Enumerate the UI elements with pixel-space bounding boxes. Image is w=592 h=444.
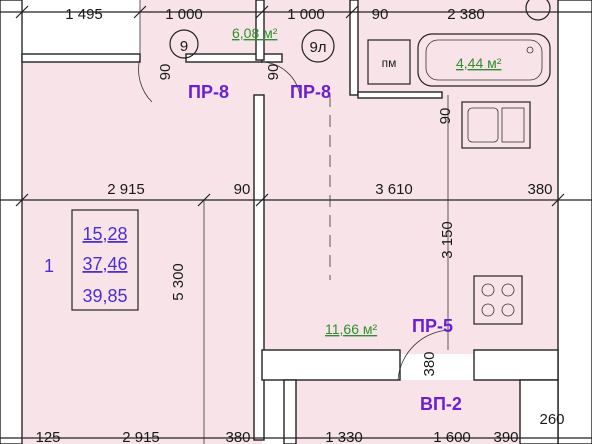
kitchen-room [262, 62, 558, 354]
burner-1 [481, 283, 495, 297]
dim-mid-1: 2 915 [107, 181, 145, 198]
sink-drainer [501, 107, 525, 143]
dim-bottom-3: 380 [225, 429, 250, 444]
bath-area: 6,08 м² [232, 25, 278, 41]
toilet-bottom-wall [357, 91, 443, 99]
bath-partition [255, 0, 265, 61]
dim-vert-6: 380 [421, 351, 438, 376]
toilet-area: 4,44 м² [456, 55, 502, 71]
corridor-room [290, 380, 520, 444]
bath-room [140, 0, 262, 62]
door-label-2: ПР-8 [290, 82, 331, 102]
bathroom-label: пм [382, 56, 397, 70]
dim-vert-1: 90 [157, 64, 174, 81]
door-swing-living [138, 57, 153, 103]
washing-machine [367, 39, 411, 85]
dim-vert-5: 3 150 [439, 221, 456, 259]
stove [473, 275, 523, 325]
sink-bowl [467, 107, 499, 143]
dim-vert-2: 90 [265, 64, 282, 81]
toilet-room [354, 0, 558, 95]
kitchen-area: 11,66 м² [325, 321, 378, 337]
burner-4 [501, 303, 515, 317]
room-marker-1: 9 [180, 38, 188, 55]
dim-top-3: 1 000 [287, 6, 325, 23]
burner-2 [501, 283, 515, 297]
living-kitchen-wall [253, 94, 265, 441]
dim-bottom-5: 1 600 [433, 429, 471, 444]
kitchen-sink [461, 101, 531, 149]
top-wall-left [21, 53, 141, 63]
top-wall-hall [261, 53, 283, 63]
bathtub-drain [526, 46, 534, 54]
dim-top-5: 2 380 [447, 6, 485, 23]
dim-vert-4: 5 300 [170, 263, 187, 301]
door-swing-hall [261, 61, 301, 97]
door-label-4: ВП-2 [420, 394, 462, 414]
total-area: 37,46 [82, 254, 127, 274]
living-room [22, 62, 262, 444]
bathtub-inner [425, 39, 543, 81]
dim-bottom-4: 1 330 [325, 429, 363, 444]
top-wall-mid [185, 53, 263, 63]
bathtub [417, 33, 551, 87]
kitchen-bottom-wall-left [261, 349, 401, 381]
dim-bottom-6: 390 [493, 429, 518, 444]
living-area: 15,28 [82, 224, 127, 244]
dim-mid-4: 380 [527, 181, 552, 198]
burner-3 [481, 303, 495, 317]
corridor-wall [283, 379, 297, 444]
toilet-bowl [525, 0, 551, 21]
room-marker-circle-1 [169, 29, 199, 59]
dimension-ticks [15, 5, 565, 207]
room-marker-2: 9л [309, 39, 326, 56]
kitchen-bottom-wall-right [473, 349, 559, 381]
room-marker-circle-2 [301, 29, 335, 63]
corridor-right-wall [519, 379, 559, 444]
door-label-1: ПР-8 [188, 82, 229, 102]
apartment-number: 1 [44, 256, 54, 276]
dim-bottom-1: 125 [35, 429, 60, 444]
left-wall [0, 0, 23, 444]
dim-top-4: 90 [372, 6, 389, 23]
door-label-3: ПР-5 [412, 316, 453, 336]
toilet-partition [349, 0, 359, 96]
area-with-balcony: 39,85 [82, 286, 127, 306]
hall-room [262, 0, 354, 62]
door-swing-kitchen [397, 329, 451, 381]
right-wall [557, 0, 592, 444]
dim-mid-2: 90 [234, 181, 251, 198]
dim-top-1: 1 495 [65, 6, 103, 23]
apartment-box [71, 209, 139, 311]
dim-vert-3: 90 [437, 108, 454, 125]
dim-mid-3: 3 610 [375, 181, 413, 198]
dim-right-bottom: 260 [539, 411, 564, 428]
dim-bottom-2: 2 915 [122, 429, 160, 444]
dim-top-2: 1 000 [165, 6, 203, 23]
